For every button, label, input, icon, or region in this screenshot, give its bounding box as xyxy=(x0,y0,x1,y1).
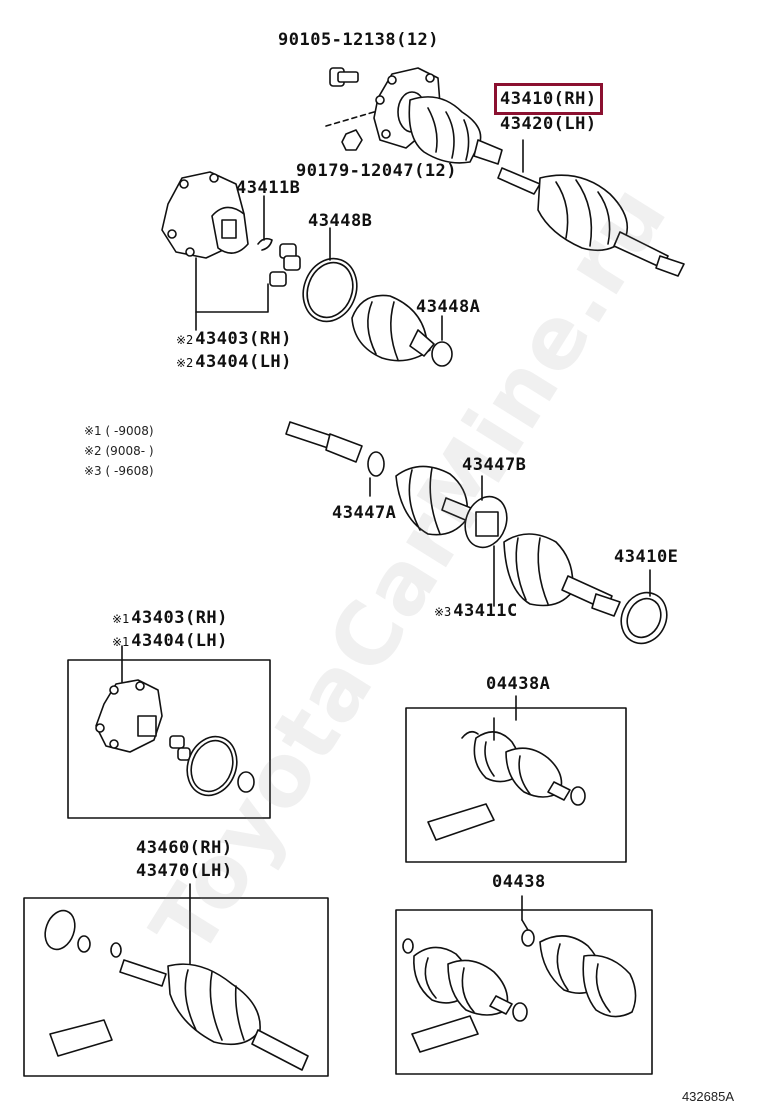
kit-43403-box xyxy=(67,659,271,819)
mark-1: ※1 xyxy=(112,635,130,649)
callout-43448b[interactable]: 43448B xyxy=(308,211,373,231)
callout-04438a[interactable]: 04438A xyxy=(486,674,551,694)
callout-43448a[interactable]: 43448A xyxy=(416,297,481,317)
boot-kit-04438a-drawing xyxy=(427,717,586,841)
mark-3: ※3 xyxy=(434,605,452,619)
boot-outer-middle-drawing xyxy=(503,533,621,617)
mark-2: ※2 xyxy=(176,356,194,370)
bolt-90105-drawing xyxy=(329,67,359,87)
callout-90105-12138[interactable]: 90105-12138(12) xyxy=(278,30,440,50)
callout-43470-lh[interactable]: 43470(LH) xyxy=(136,861,233,881)
boot-middle-drawing xyxy=(395,465,477,536)
clip-43447a-drawing xyxy=(367,451,385,497)
kit-43403-drawing xyxy=(95,679,255,797)
nut-90179-drawing xyxy=(341,129,363,151)
mark-1: ※1 xyxy=(112,612,130,626)
snap-ring-43411b-drawing xyxy=(257,237,273,251)
tripod-joint-drawing xyxy=(269,243,301,287)
callout-43420-lh[interactable]: 43420(LH) xyxy=(500,114,597,134)
clamp-43447b-drawing xyxy=(464,475,508,549)
callout-43411b[interactable]: 43411B xyxy=(236,178,301,198)
callout-04438[interactable]: 04438 xyxy=(492,872,546,892)
boot-inner-top-drawing xyxy=(351,294,435,362)
boot-kit-04438-box xyxy=(395,909,653,1075)
inner-hub-drawing xyxy=(161,171,249,259)
inner-shaft-drawing xyxy=(285,421,363,463)
note-1: ※1 ( -9008) xyxy=(84,424,154,438)
clamp-43448b-drawing xyxy=(302,227,358,323)
boot-kit-04438-drawing xyxy=(402,919,637,1053)
dust-cover-43410e-drawing xyxy=(620,569,668,645)
clamp-43448a-drawing xyxy=(431,315,453,367)
note-3: ※3 ( -9608) xyxy=(84,464,154,478)
boot-outer-top-drawing xyxy=(408,96,503,165)
callout-43447a[interactable]: 43447A xyxy=(332,503,397,523)
illustration-number: 432685A xyxy=(681,1089,734,1104)
note-2: ※2 (9008- ) xyxy=(84,444,154,458)
callout-43410e[interactable]: 43410E xyxy=(614,547,679,567)
callout-43410-rh[interactable]: 43410(RH) xyxy=(494,83,603,115)
shaft-assy-43460-box xyxy=(23,897,329,1077)
shaft-assy-43460-drawing xyxy=(44,909,309,1071)
mark-2: ※2 xyxy=(176,333,194,347)
shaft-43410-drawing xyxy=(497,139,685,277)
callout-90179-12047[interactable]: 90179-12047(12) xyxy=(296,161,458,181)
callout-43447b[interactable]: 43447B xyxy=(462,455,527,475)
callout-43460-rh[interactable]: 43460(RH) xyxy=(136,838,233,858)
